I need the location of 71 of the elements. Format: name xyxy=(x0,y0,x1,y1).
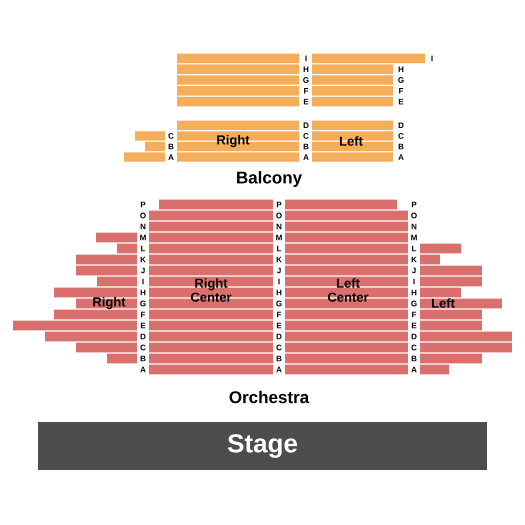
row-letter: I xyxy=(305,56,307,62)
row-letter: D xyxy=(412,334,417,340)
row-letter: G xyxy=(276,300,282,306)
row-letter: I xyxy=(413,278,415,284)
row-letter: K xyxy=(412,256,417,262)
row-letter: A xyxy=(411,366,417,372)
row-letter: E xyxy=(140,322,146,328)
row-letter: E xyxy=(398,98,404,104)
row-letter: L xyxy=(141,246,146,252)
row-letter: G xyxy=(411,300,417,306)
row-letter: M xyxy=(411,234,417,240)
row-letter: J xyxy=(140,268,145,274)
row-letter: J xyxy=(276,268,281,274)
row-letter: B xyxy=(276,356,282,362)
row-letter: F xyxy=(412,312,416,318)
row-letter: H xyxy=(398,66,404,72)
row-letter: C xyxy=(276,344,282,350)
row-letter: A xyxy=(140,366,146,372)
row-letter: B xyxy=(304,144,309,150)
row-letter: D xyxy=(398,122,404,128)
row-letter: F xyxy=(141,312,146,318)
seating-section xyxy=(177,54,299,106)
row-letter: C xyxy=(303,133,309,139)
area-title: Balcony xyxy=(237,171,302,187)
row-letter: N xyxy=(276,224,282,230)
row-letter: D xyxy=(276,334,282,340)
row-letter: F xyxy=(304,88,308,94)
row-letter: J xyxy=(412,268,416,274)
row-letter: L xyxy=(412,246,416,252)
row-letter: O xyxy=(276,212,282,218)
row-letter: N xyxy=(412,224,416,230)
row-letter: A xyxy=(168,154,174,160)
row-letter: C xyxy=(411,344,417,350)
row-letter: C xyxy=(140,344,146,350)
row-letter: D xyxy=(304,122,309,128)
row-letter: F xyxy=(399,88,404,94)
row-letter: A xyxy=(303,154,309,160)
row-letter: M xyxy=(276,234,282,240)
row-letter: M xyxy=(140,234,146,240)
row-letter: K xyxy=(276,256,282,262)
seating-section: Left xyxy=(420,244,512,374)
row-letter: P xyxy=(276,202,282,208)
row-letter: A xyxy=(276,366,282,372)
node-label: Left xyxy=(432,298,455,308)
row-letter: E xyxy=(276,322,282,328)
row-letter: B xyxy=(412,356,417,362)
seating-section: Right xyxy=(13,232,137,364)
row-letter: E xyxy=(304,98,308,104)
stage-block: Stage xyxy=(38,422,487,470)
row-letter: G xyxy=(398,77,404,83)
row-letter: B xyxy=(140,356,146,362)
node-label: Right xyxy=(93,296,126,310)
row-letter: K xyxy=(140,256,146,262)
row-letter: H xyxy=(140,290,146,296)
row-letter: D xyxy=(140,334,146,340)
row-letter: N xyxy=(140,224,146,230)
row-letter: L xyxy=(277,246,282,252)
seating-section xyxy=(312,54,425,106)
row-letter: I xyxy=(278,278,280,284)
row-letter: G xyxy=(303,77,309,83)
row-letter: O xyxy=(140,212,146,218)
row-letter: I xyxy=(142,278,144,284)
row-letter: G xyxy=(140,300,146,306)
row-letter: C xyxy=(168,133,174,139)
area-title: Orchestra xyxy=(230,390,310,404)
row-letter: B xyxy=(168,144,174,150)
row-letter: H xyxy=(412,290,416,296)
row-letter: F xyxy=(277,312,282,318)
row-letter: E xyxy=(412,322,416,328)
row-letter: H xyxy=(276,290,282,296)
row-letter: H xyxy=(304,66,308,72)
